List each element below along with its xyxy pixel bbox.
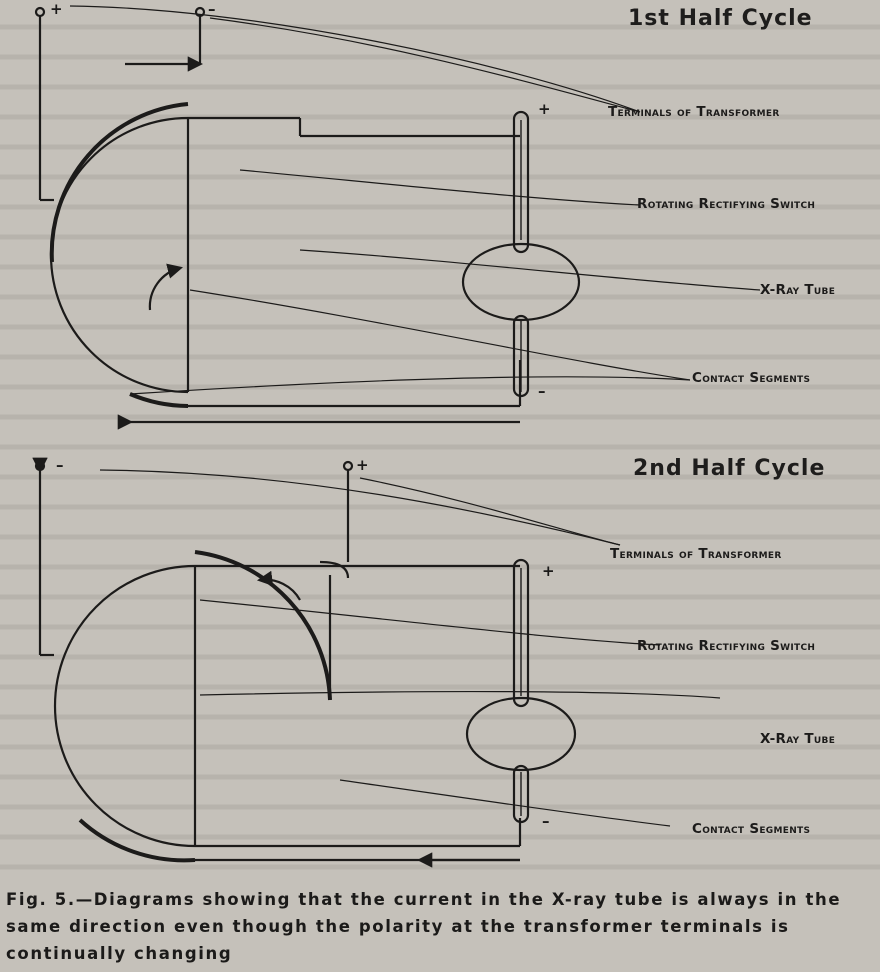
cycle-1-title: 1st Half Cycle [628, 6, 813, 31]
cycle-2-left-sign: – [56, 456, 64, 474]
cycle-2-segments-label: Contact Segments [692, 821, 811, 837]
cycle-2-right-sign: + [356, 456, 369, 474]
cycle-1-tube-label: X-Ray Tube [760, 282, 836, 298]
cycle-2-circuit [32, 457, 721, 868]
cycle-2-tube-top-sign: + [542, 562, 555, 580]
cycle-2-terminals-label: Terminals of Transformer [610, 546, 782, 562]
cycle-2-title: 2nd Half Cycle [633, 456, 826, 481]
cycle-2-switch-label: Rotating Rectifying Switch [637, 638, 816, 654]
cycle-1-switch-label: Rotating Rectifying Switch [637, 196, 816, 212]
cycle-1-rotation-arrow [148, 263, 183, 311]
cycle-1-tube-top-sign: + [538, 100, 551, 118]
cycle-1-tube-bottom-sign: – [538, 382, 546, 400]
rectifier-diagram [32, 5, 761, 868]
cycle-1-right-sign: – [208, 0, 216, 18]
figure-caption: Fig. 5.—Diagrams showing that the curren… [6, 890, 842, 963]
cycle-2-contact-segment [194, 550, 332, 701]
cycle-1-circuit [34, 5, 761, 430]
cycle-2-rotation-arrow [256, 570, 301, 601]
cycle-2-tube-label: X-Ray Tube [760, 731, 836, 747]
cycle-1-contact-segment-top [49, 102, 189, 263]
show-through-text-texture [0, 0, 880, 880]
cycle-1-switch-disc [49, 116, 189, 394]
cycle-2-right-terminal [342, 460, 354, 472]
cycle-2-left-terminal [34, 460, 46, 472]
cycle-1-terminals-label: Terminals of Transformer [608, 104, 780, 120]
cycle-2-tube-bottom-sign: – [542, 812, 550, 830]
cycle-1-xray-tube [461, 110, 581, 398]
cycle-1-segments-label: Contact Segments [692, 370, 811, 386]
cycle-1-left-terminal [34, 6, 46, 18]
cycle-1-left-sign: + [50, 0, 63, 18]
cycle-2-switch-disc [53, 564, 196, 848]
